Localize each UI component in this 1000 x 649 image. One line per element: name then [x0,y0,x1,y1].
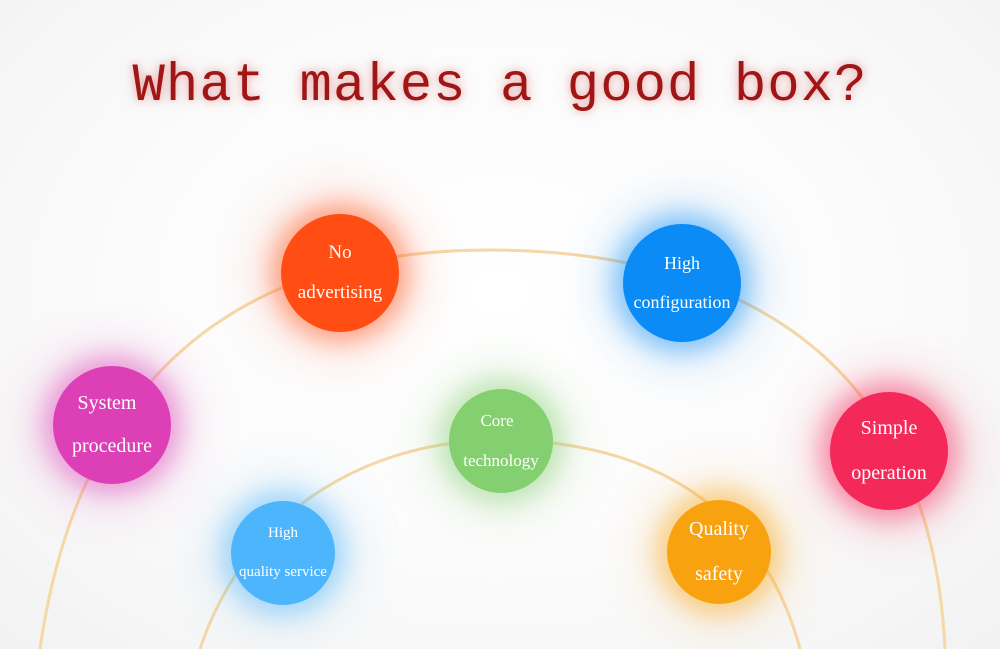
bubble-simple-operation: Simple operation [830,392,948,510]
bubble-label-line: configuration [633,292,731,312]
bubble-no-advertising: No advertising [281,214,399,332]
bubble-label-line: operation [851,462,927,484]
bubble-high-quality-service: High quality service [231,501,335,605]
bubble-label-line: No [328,242,352,263]
page-title: What makes a good box? [132,56,868,117]
bubble-label-line: technology [463,451,539,470]
bubble-high-configuration: High configuration [623,224,741,342]
bubble-label-line: procedure [72,435,152,457]
bubble-label-line: quality service [239,564,327,580]
bubble-label-line: System [77,392,137,414]
bubble-quality-safety: Quality safety [667,500,771,604]
bubble-label-line: Quality [689,518,749,540]
bubble-label-line: safety [695,563,743,585]
bubble-label-line: advertising [297,282,383,303]
bubble-core-technology: Core technology [449,389,553,493]
bubble-label-line: Core [480,411,514,430]
bubble-system-procedure: System procedure [53,366,171,484]
bubble-label-line: Simple [860,417,918,439]
bubble-label-line: High [268,525,298,541]
bubble-label-line: High [664,253,700,273]
